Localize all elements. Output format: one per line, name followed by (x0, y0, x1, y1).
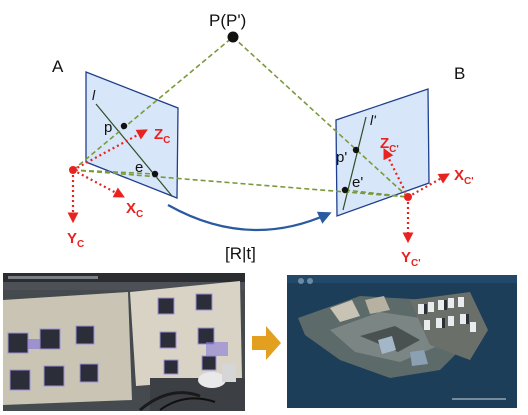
image-point-p-prime (352, 146, 360, 154)
camera-center-a (69, 166, 77, 174)
axis-label-zc: ZC (154, 126, 170, 146)
epipole-e (151, 170, 159, 178)
camera-a-axes (67, 129, 148, 224)
left-image-plane (85, 71, 179, 199)
axis-label-yc: YC (67, 230, 84, 250)
epipole-label-e: e (135, 159, 143, 176)
camera-center-b (404, 193, 412, 201)
line-label-l: l (92, 87, 96, 103)
image-point-p (120, 122, 128, 130)
epipole-e-prime (341, 186, 349, 194)
point-label: P(P') (209, 11, 246, 30)
camera-b-label: B (454, 64, 465, 83)
transform-arrow (167, 204, 332, 232)
arrow-right-icon (252, 326, 281, 360)
right-image-plane (335, 88, 430, 217)
axis-label-xc-prime: XC' (454, 167, 474, 187)
axis-label-zc-prime: ZC' (380, 135, 399, 155)
camera-photo (3, 273, 245, 411)
reconstruction-view (287, 275, 517, 408)
epipolar-line-l-prime (342, 116, 367, 211)
world-point (227, 31, 239, 43)
point-label-p: p (104, 119, 112, 136)
point-label-p-prime: p' (336, 149, 347, 166)
projection-rays (72, 36, 409, 198)
axis-label-xc: XC (126, 200, 143, 220)
transform-label: [R|t] (225, 244, 256, 263)
camera-a-label: A (52, 57, 64, 76)
epipolar-diagram: P(P') A B [R|t] l p e l' p' e' ZC XC YC … (52, 11, 474, 269)
axis-label-yc-prime: YC' (401, 249, 421, 269)
line-label-l-prime: l' (370, 112, 377, 128)
epipole-label-e-prime: e' (352, 174, 363, 191)
camera-b-axes (383, 148, 450, 244)
epipolar-line-l (95, 103, 173, 197)
